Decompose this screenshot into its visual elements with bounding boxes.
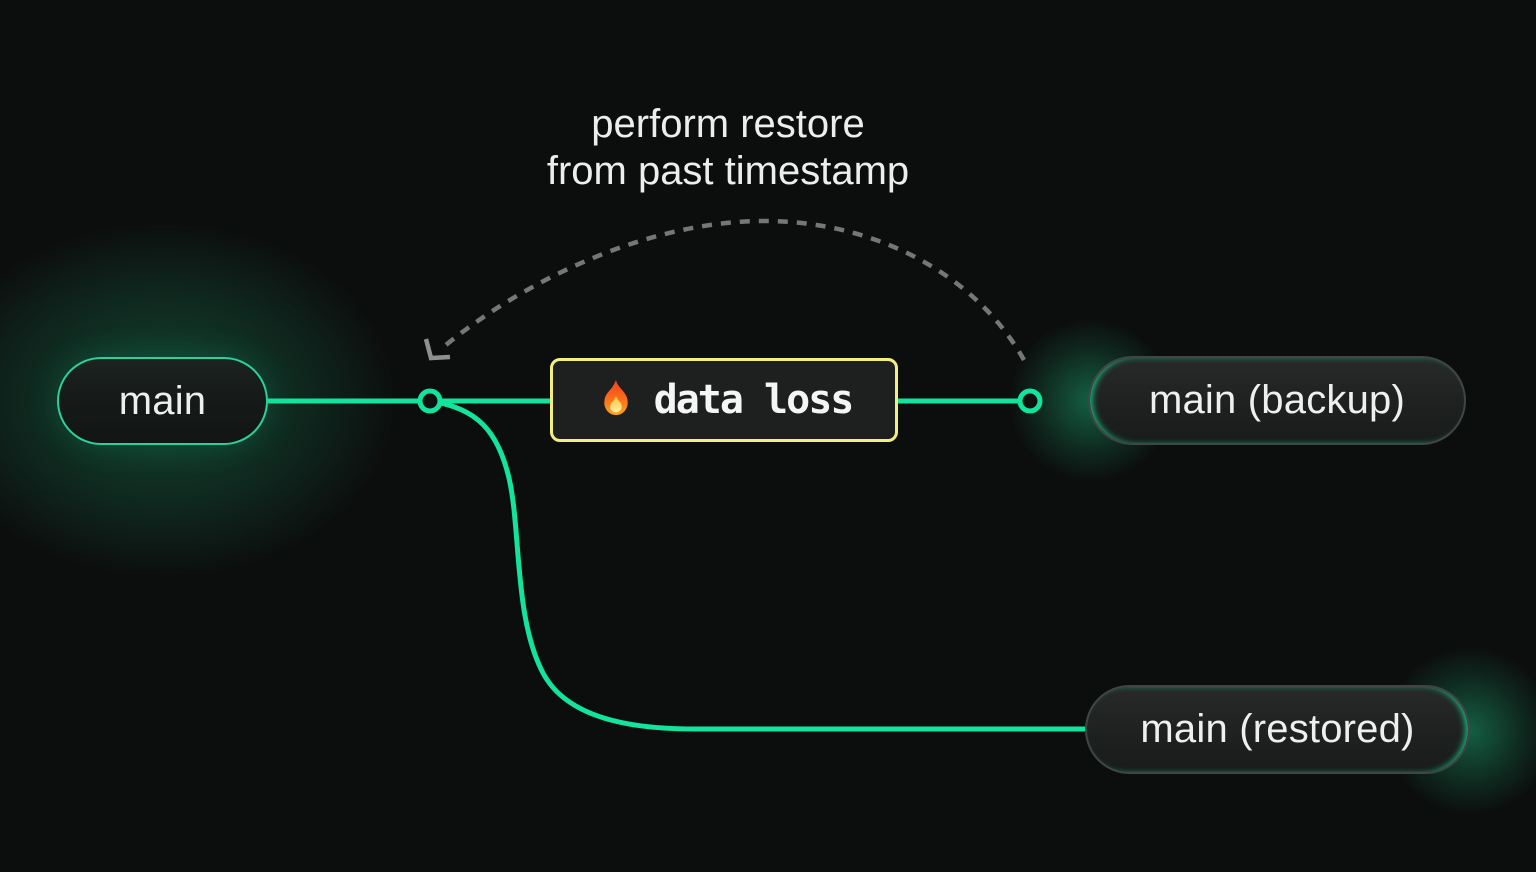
commit-dot-backup: [1017, 388, 1043, 414]
branch-node-backup: main (backup): [1088, 356, 1466, 445]
branch-node-main-label: main: [118, 378, 207, 423]
data-loss-label: data loss: [653, 377, 855, 423]
branch-node-restored: main (restored): [1085, 685, 1470, 774]
restore-annotation-line2: from past timestamp: [546, 149, 910, 193]
branch-node-backup-label: main (backup): [1148, 378, 1406, 422]
restored-branch-curve: [429, 398, 1086, 732]
restore-annotation-line1: perform restore: [591, 102, 865, 146]
restore-arrowhead-icon: [423, 338, 451, 361]
branch-node-restored-label: main (restored): [1140, 707, 1415, 751]
restore-arc-dashed: [439, 218, 1026, 362]
data-loss-event-box: data loss: [550, 358, 898, 442]
fire-icon: [603, 379, 628, 415]
restore-annotation: perform restore from past timestamp: [448, 101, 1008, 195]
commit-dot-branch-point: [417, 388, 443, 414]
branch-node-main: main: [57, 357, 268, 445]
